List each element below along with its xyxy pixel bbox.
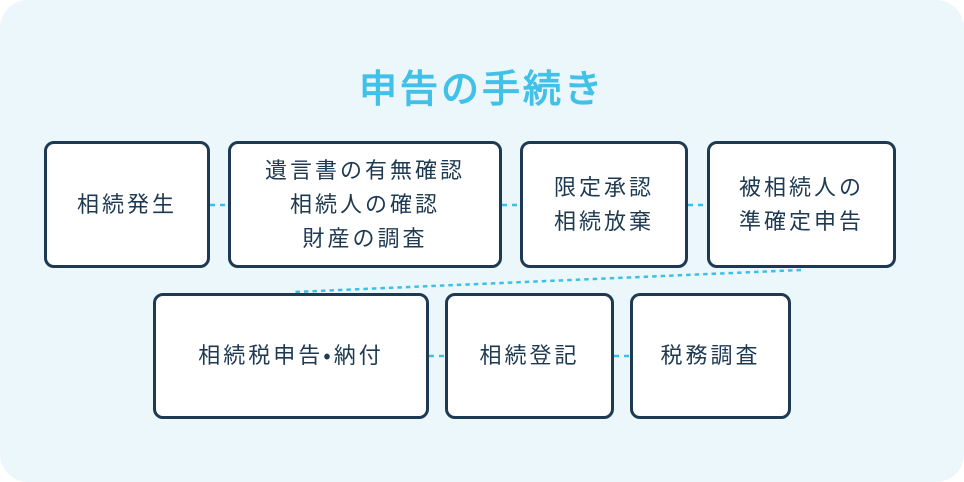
flow-box-label: 被相続人の 準確定申告 <box>738 174 864 234</box>
flow-box-limited-acceptance-renunciation: 限定承認 相続放棄 <box>520 141 688 268</box>
flow-box-label: 相続登記 <box>479 343 580 368</box>
flow-box-label: 税務調査 <box>660 343 761 368</box>
page-title: 申告の手続き <box>358 69 605 111</box>
flow-box-will-and-heir-property-check: 遺言書の有無確認 相続人の確認 財産の調査 <box>228 141 502 268</box>
flow-box-tax-audit: 税務調査 <box>630 293 791 419</box>
flow-box-inheritance-registration: 相続登記 <box>445 293 614 419</box>
connector-step4-step5 <box>293 268 802 294</box>
flow-box-label: 遺言書の有無確認 相続人の確認 財産の調査 <box>264 157 465 251</box>
flow-box-label: 相続発生 <box>76 191 177 217</box>
flow-box-decedent-quasi-final-return: 被相続人の 準確定申告 <box>707 141 896 268</box>
flow-box-label: 相続税申告・納付 <box>198 343 384 368</box>
flow-box-inheritance-occurrence: 相続発生 <box>44 141 210 268</box>
flow-box-label: 限定承認 相続放棄 <box>553 174 654 234</box>
flow-box-inheritance-tax-filing-payment: 相続税申告・納付 <box>153 293 429 419</box>
